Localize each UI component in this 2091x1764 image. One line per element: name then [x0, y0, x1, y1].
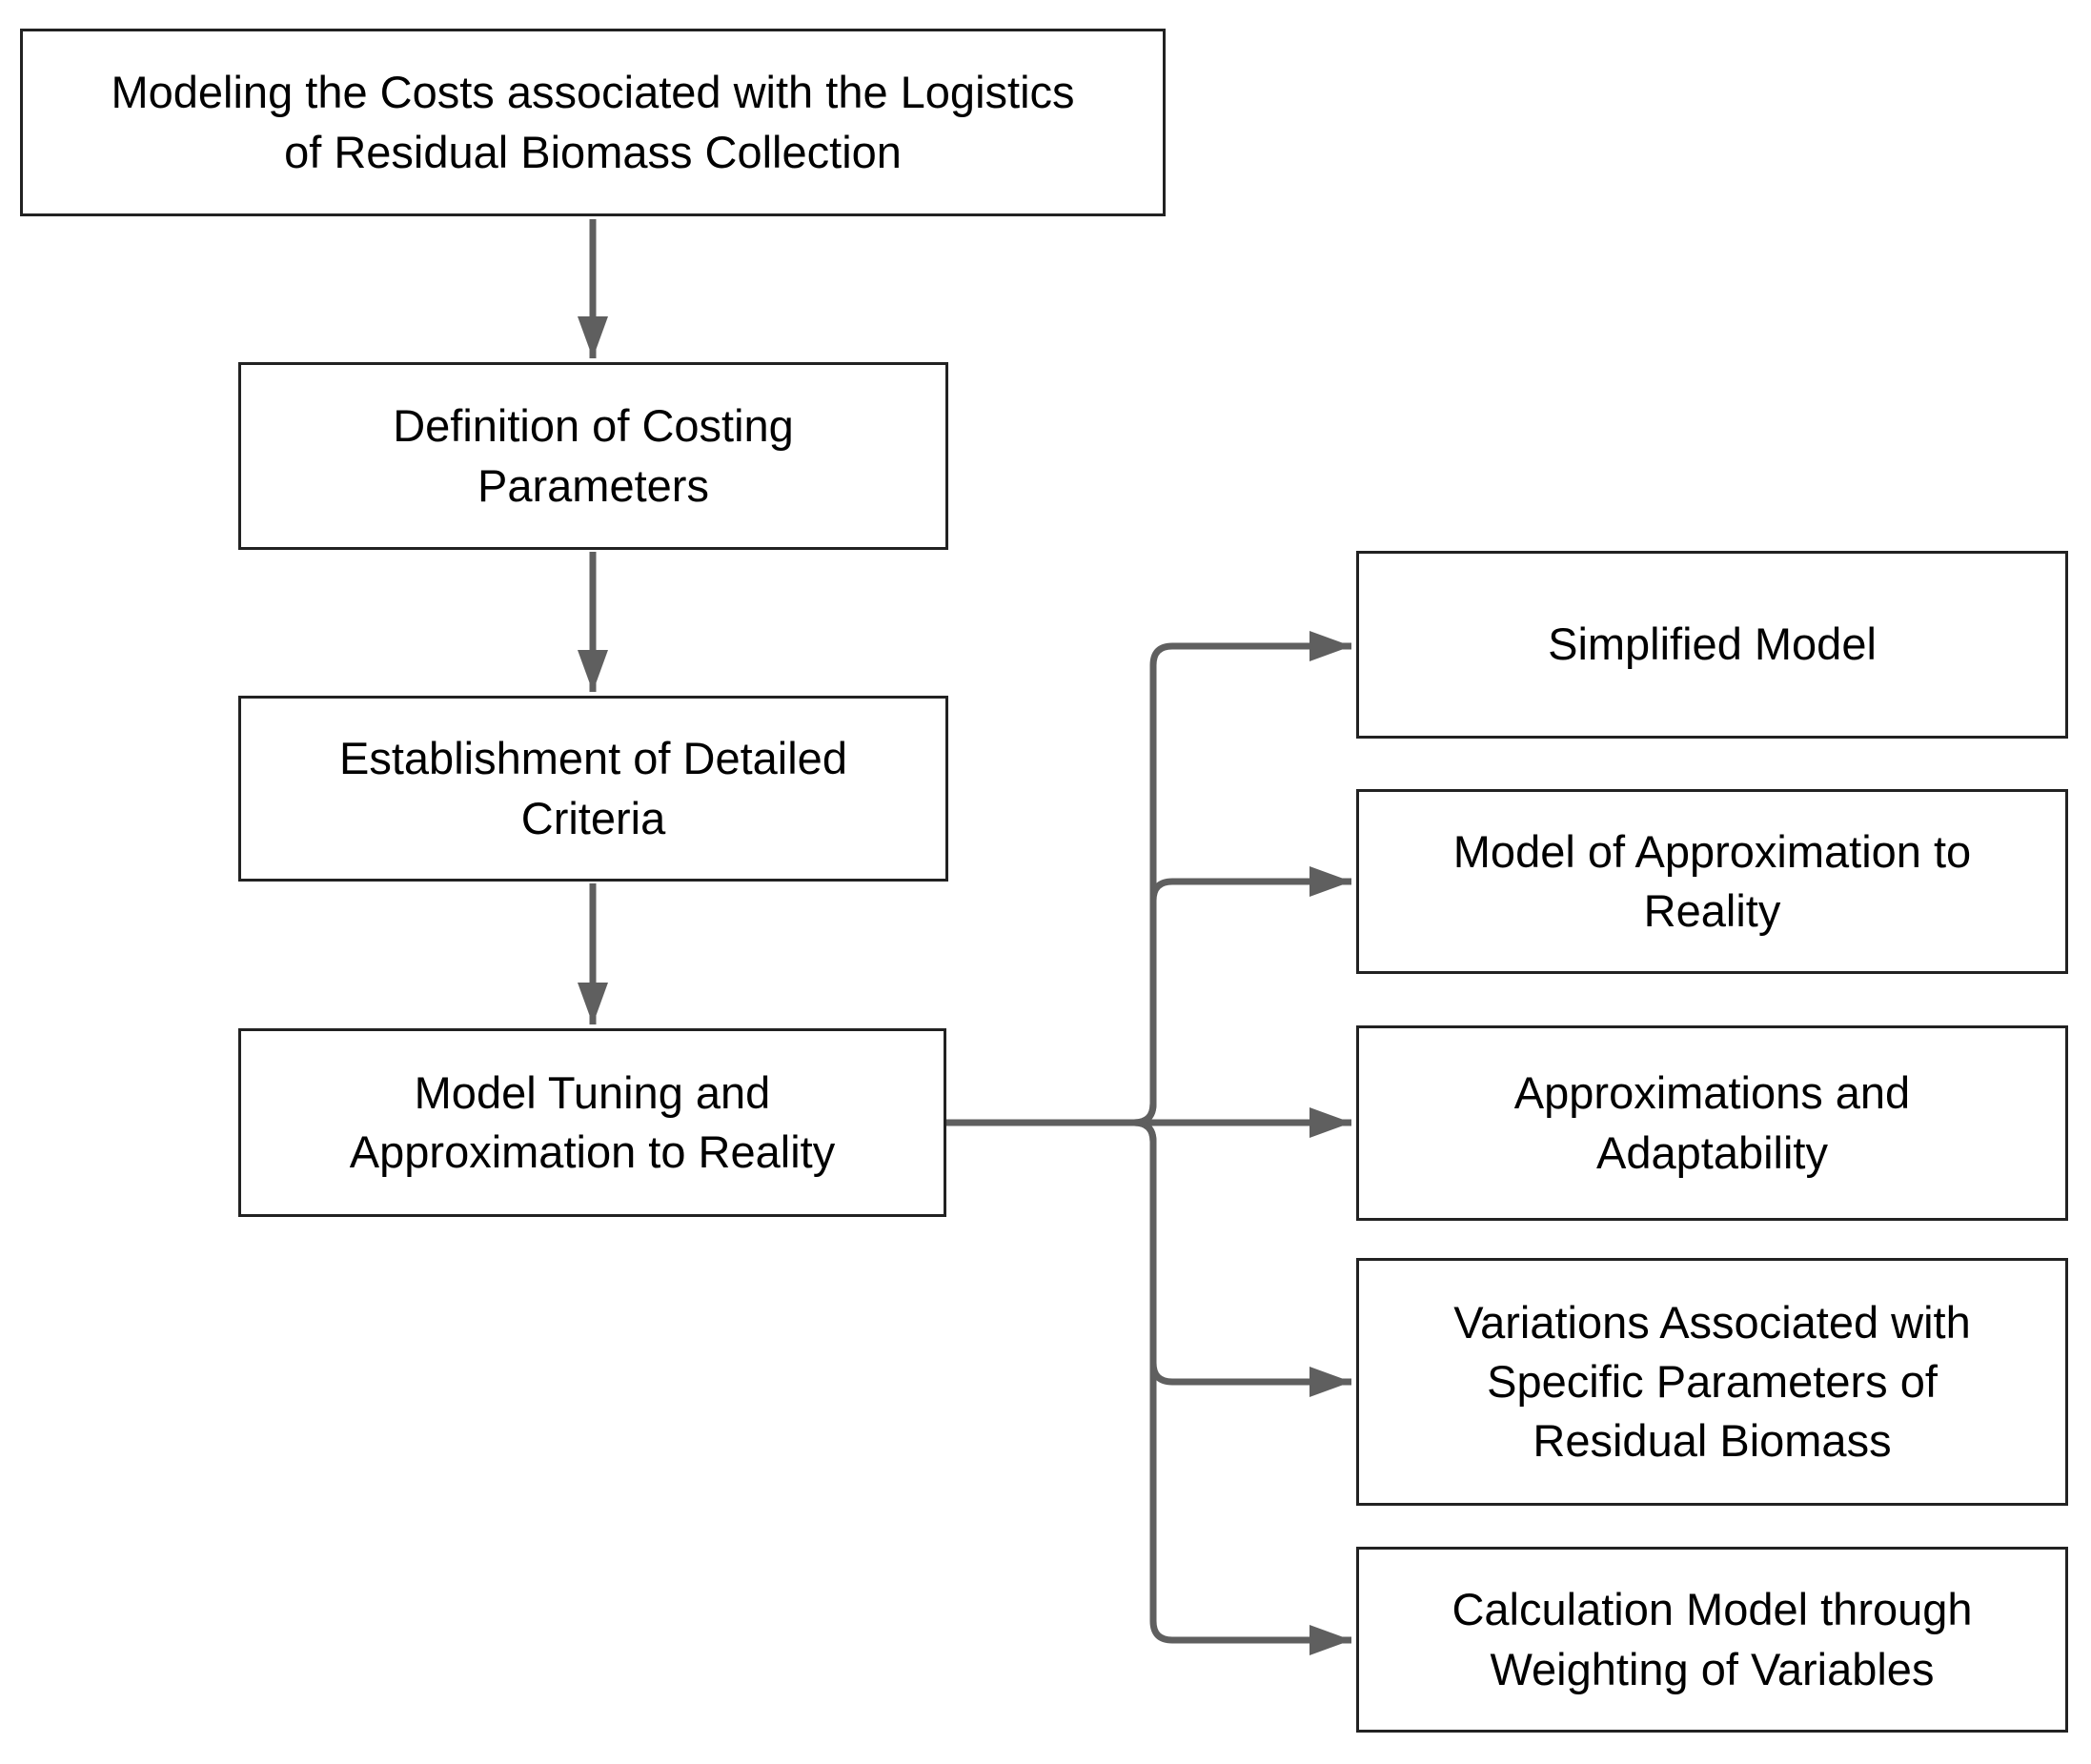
node-label: Variations Associated with Specific Para…	[1453, 1296, 1971, 1467]
arrow-step3-to-out1	[946, 631, 1351, 1126]
node-definition-costing-parameters: Definition of Costing Parameters	[238, 362, 948, 550]
node-label: Approximations and Adaptability	[1513, 1067, 1911, 1178]
node-label: Simplified Model	[1548, 618, 1877, 670]
node-variations-specific-parameters: Variations Associated with Specific Para…	[1356, 1258, 2068, 1506]
arrow-step3-to-out5	[946, 1119, 1351, 1655]
node-model-tuning-approximation: Model Tuning and Approximation to Realit…	[238, 1028, 946, 1217]
node-label: Establishment of Detailed Criteria	[339, 733, 847, 843]
node-model-approximation-reality: Model of Approximation to Reality	[1356, 789, 2068, 974]
node-calculation-weighting-variables: Calculation Model through Weighting of V…	[1356, 1547, 2068, 1733]
node-label: Model of Approximation to Reality	[1452, 825, 1972, 936]
node-label: Model Tuning and Approximation to Realit…	[349, 1066, 836, 1177]
node-modeling-costs-title: Modeling the Costs associated with the L…	[20, 29, 1166, 216]
node-label: Definition of Costing Parameters	[393, 400, 794, 511]
arrow-step3-to-out2	[946, 866, 1351, 1126]
node-label: Calculation Model through Weighting of V…	[1452, 1584, 1973, 1694]
node-simplified-model: Simplified Model	[1356, 551, 2068, 739]
node-approximations-adaptability: Approximations and Adaptability	[1356, 1025, 2068, 1221]
arrow-step3-to-out4	[946, 1119, 1351, 1397]
node-label: Modeling the Costs associated with the L…	[111, 67, 1075, 177]
node-establishment-detailed-criteria: Establishment of Detailed Criteria	[238, 696, 948, 882]
